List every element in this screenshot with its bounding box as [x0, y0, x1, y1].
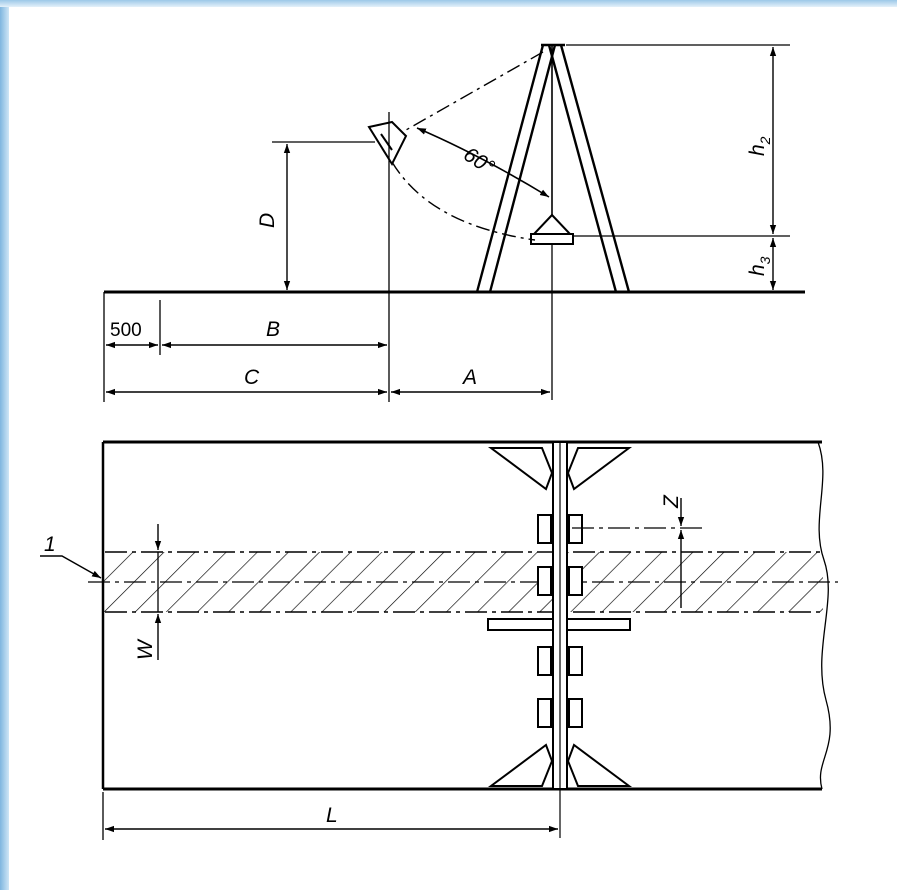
swing-arc — [391, 161, 536, 241]
angle-arc — [416, 127, 550, 198]
label-c: C — [244, 366, 260, 389]
impactor-raised — [367, 120, 408, 167]
plan-break-line — [817, 441, 831, 790]
label-h2: h2 — [746, 136, 773, 156]
label-500: 500 — [110, 320, 142, 341]
label-angle: 60° — [459, 143, 498, 180]
label-a: A — [461, 366, 477, 389]
label-callout-1: 1 — [44, 533, 56, 556]
label-l: L — [326, 804, 338, 827]
label-z: Z — [660, 494, 683, 509]
frame-border-left — [0, 0, 9, 890]
label-b: B — [266, 318, 280, 341]
label-h3: h3 — [746, 256, 773, 276]
callout-leader — [40, 555, 102, 579]
impactor-rest — [530, 213, 574, 245]
plan-frame — [487, 441, 633, 790]
elevation-view — [103, 43, 805, 402]
label-d: D — [256, 213, 279, 228]
plan-view — [40, 440, 838, 840]
label-w: W — [134, 638, 157, 660]
frame-border-top — [0, 0, 897, 7]
